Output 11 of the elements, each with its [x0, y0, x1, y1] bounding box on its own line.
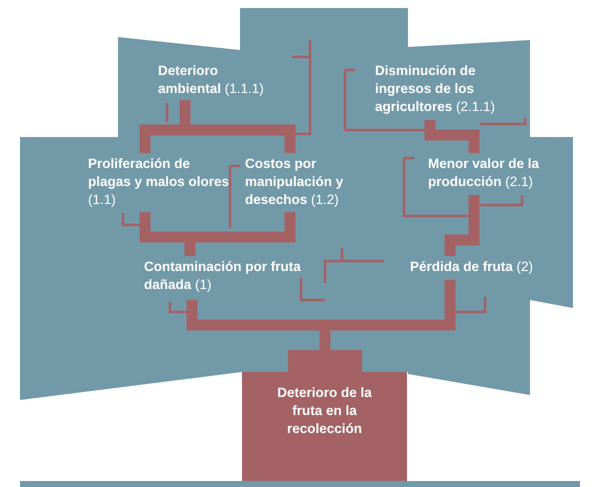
effect-label: Menor valor de la producción (2.1) — [428, 155, 540, 191]
effect-label: Deterioro ambiental (1.1.1) — [158, 62, 265, 98]
branch-connector — [444, 195, 480, 256]
trunk-box — [242, 350, 407, 481]
effect-label: Disminución de ingresos de los agricultores (2.1.1) — [375, 62, 496, 116]
branch-connector — [424, 120, 480, 153]
trunk-label: Deterioro de la fruta en la recolección — [276, 384, 373, 438]
effect-label: Costos por manipulación y desechos (1.2) — [245, 155, 344, 209]
effect-label: Contaminación por fruta dañada (1) — [144, 258, 302, 294]
effect-label: Pérdida de fruta (2) — [410, 258, 534, 276]
effect-label: Proliferación de plagas y malos olores (1.1) — [88, 155, 230, 209]
